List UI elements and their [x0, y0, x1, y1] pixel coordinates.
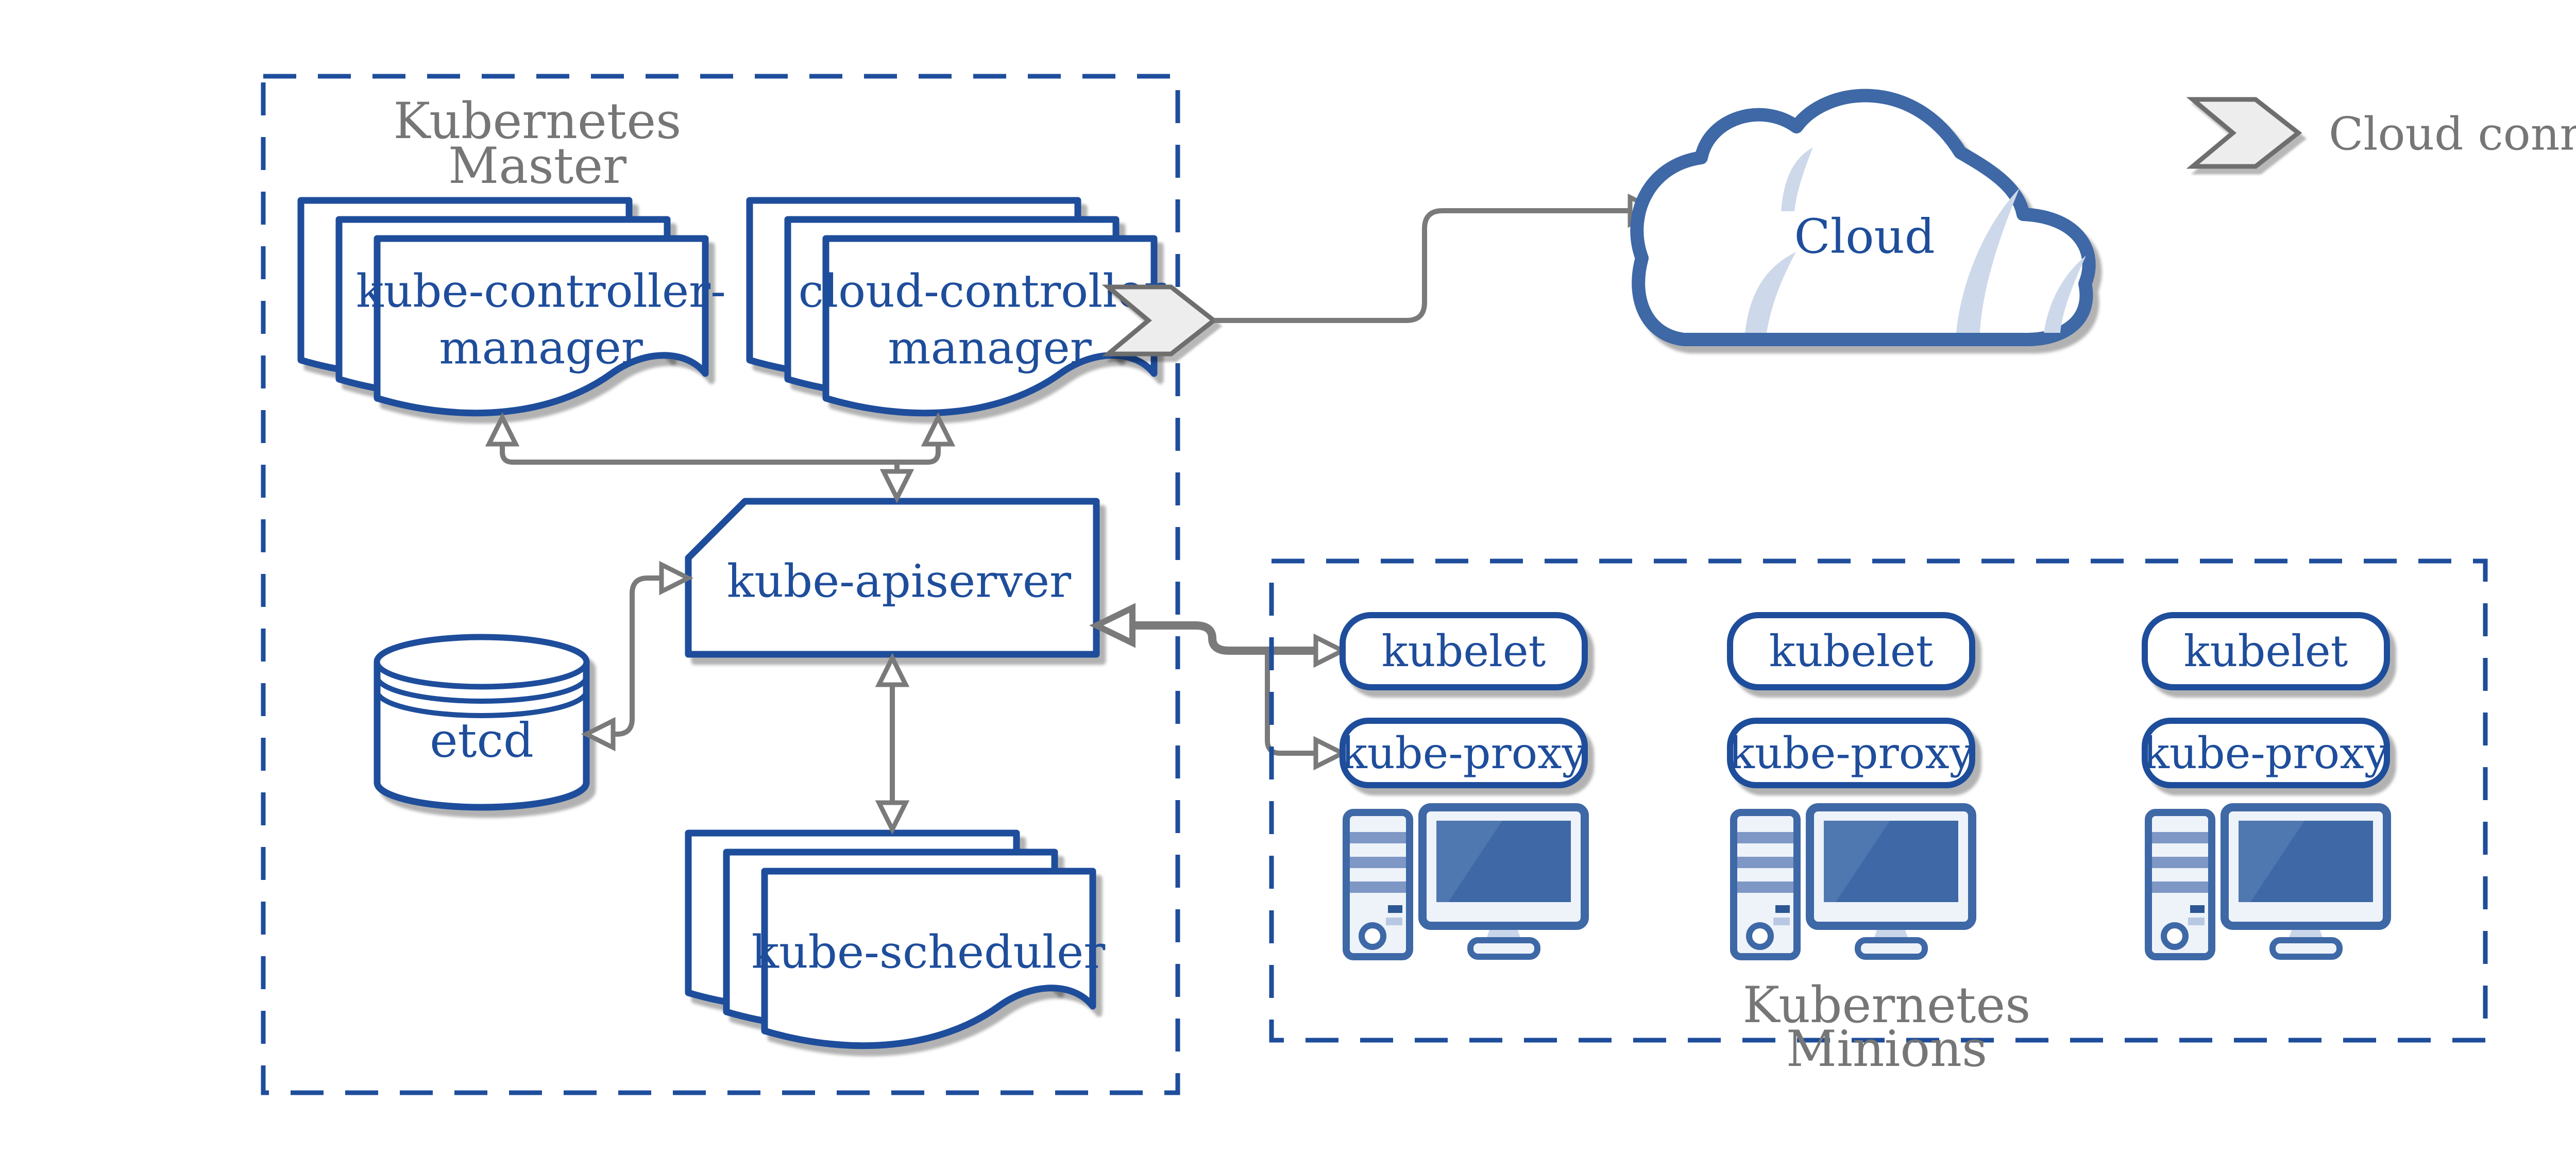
kube-proxy-label: kube-proxy	[1341, 728, 1587, 778]
kubelet-label: kubelet	[2184, 626, 2348, 676]
master-title-line2: Master	[448, 137, 626, 195]
node-cloud: Cloud	[1630, 89, 2096, 347]
arrow-line	[1265, 653, 1316, 756]
etcd-label: etcd	[430, 713, 534, 768]
node-kube-controller-manager: kube-controller- manager	[297, 197, 726, 417]
tower-band	[1350, 881, 1406, 893]
kube-scheduler-label: kube-scheduler	[752, 926, 1106, 979]
node-kube-scheduler: kube-scheduler	[685, 829, 1106, 1049]
etcd-cylinder-ring	[375, 690, 589, 718]
etcd-cylinder-top	[374, 634, 589, 690]
cloud-connector-icon	[1101, 284, 1218, 357]
arrow-ccm-cloud	[1214, 193, 1663, 323]
tower-band	[1737, 832, 1793, 843]
tower-power-icon	[1746, 922, 1774, 950]
kubernetes-minions-group: kubelet kube-proxy kubelet	[1269, 558, 2488, 1078]
document-page	[374, 235, 709, 417]
cloud-label: Cloud	[1794, 209, 1935, 264]
minion-node-3: kubelet kube-proxy	[2142, 612, 2391, 960]
tower-band	[2152, 881, 2208, 893]
arrow-apiserver-etcd	[581, 561, 694, 752]
kube-proxy-box	[1340, 718, 1588, 788]
cloud-controller-manager-label-line2: manager	[888, 321, 1092, 375]
arrowhead-up-icon	[485, 412, 520, 447]
arrowhead-up-icon	[921, 412, 956, 447]
monitor-screen-glare	[1436, 821, 1502, 902]
arrow-line	[1132, 621, 1316, 655]
master-dashed-border	[261, 74, 1180, 1095]
legend-cloud-connector: Cloud connector	[2186, 97, 2576, 169]
chevron-icon	[1101, 284, 1218, 357]
tower-power-icon	[1359, 922, 1386, 950]
kubelet-box	[1340, 612, 1588, 690]
kube-controller-manager-label-line2: manager	[439, 321, 643, 375]
tower-button	[1773, 918, 1790, 925]
cloud-slash-icon	[1781, 147, 1813, 211]
legend-label: Cloud connector	[2329, 108, 2576, 161]
tower-button	[1775, 905, 1790, 913]
arrowhead-up-icon	[875, 652, 910, 687]
arrowhead-right-icon	[1313, 736, 1348, 771]
minion-node-2: kubelet kube-proxy	[1727, 612, 1976, 960]
arrow-line	[1214, 208, 1630, 323]
document-page	[761, 868, 1096, 1049]
tower-button	[2188, 918, 2205, 925]
arrowhead-left-icon	[1089, 603, 1136, 648]
tower-button	[2190, 905, 2205, 913]
document-page	[822, 235, 1158, 417]
cloud-slash-icon	[2044, 256, 2086, 333]
tower-band	[1737, 881, 1793, 893]
kube-proxy-box	[2142, 718, 2390, 788]
tower-band	[2152, 857, 2208, 868]
arrow-controllers-apiserver	[485, 412, 956, 504]
monitor-screen-glare	[2239, 821, 2304, 902]
tower-button	[1386, 918, 1402, 925]
kube-proxy-label: kube-proxy	[2143, 728, 2389, 778]
computer-icon	[2145, 803, 2391, 960]
kubernetes-master-group: Kubernetes Master kube-controller- manag…	[261, 74, 1181, 1095]
node-kube-apiserver: kube-apiserver	[685, 498, 1100, 658]
arrow-line	[613, 575, 662, 737]
kubelet-label: kubelet	[1769, 626, 1934, 676]
minions-title-line2: Minions	[1786, 1020, 1987, 1078]
arrowhead-right-icon	[1313, 633, 1348, 668]
cloud-slash-icon	[1745, 252, 1796, 333]
monitor-screen-glare	[1824, 821, 1890, 902]
kube-controller-manager-label-line1: kube-controller-	[356, 265, 726, 318]
tower-band	[1350, 832, 1406, 843]
kube-proxy-label: kube-proxy	[1728, 728, 1974, 778]
minion-node-1: kubelet kube-proxy	[1340, 612, 1589, 960]
tower-band	[2152, 832, 2208, 843]
master-title-line1: Kubernetes	[394, 92, 682, 150]
kube-apiserver-label: kube-apiserver	[727, 555, 1072, 608]
node-cloud-controller-manager: cloud-controller- manager	[746, 197, 1181, 417]
etcd-cylinder-ring	[375, 676, 589, 704]
kubelet-box	[1727, 612, 1975, 690]
tower-button	[1388, 905, 1402, 913]
kubelet-label: kubelet	[1382, 626, 1546, 676]
arrowhead-left-icon	[581, 717, 616, 752]
arrowhead-down-icon	[879, 469, 914, 504]
cloud-slash-icon	[1956, 188, 2020, 333]
node-etcd: etcd	[374, 634, 590, 811]
computer-icon	[1343, 803, 1589, 960]
kubelet-box	[2142, 612, 2390, 690]
kube-proxy-box	[1727, 718, 1975, 788]
arrow-apiserver-kubelet	[1089, 603, 1348, 668]
minions-dashed-border	[1269, 558, 2488, 1043]
arrowhead-right-icon	[659, 561, 694, 596]
monitor-base	[2269, 937, 2343, 960]
arrowhead-down-icon	[875, 800, 910, 835]
tower-band	[1350, 857, 1406, 868]
arrow-line	[500, 444, 941, 465]
computer-icon	[1730, 803, 1976, 960]
monitor-base	[1467, 937, 1540, 960]
minions-title-line1: Kubernetes	[1743, 976, 2031, 1034]
chevron-icon	[2186, 97, 2302, 169]
monitor-base	[1855, 937, 1928, 960]
tower-power-icon	[2161, 922, 2189, 950]
arrow-apiserver-scheduler	[875, 652, 910, 835]
arrow-apiserver-kube-proxy	[1265, 653, 1348, 771]
tower-band	[1737, 857, 1793, 868]
